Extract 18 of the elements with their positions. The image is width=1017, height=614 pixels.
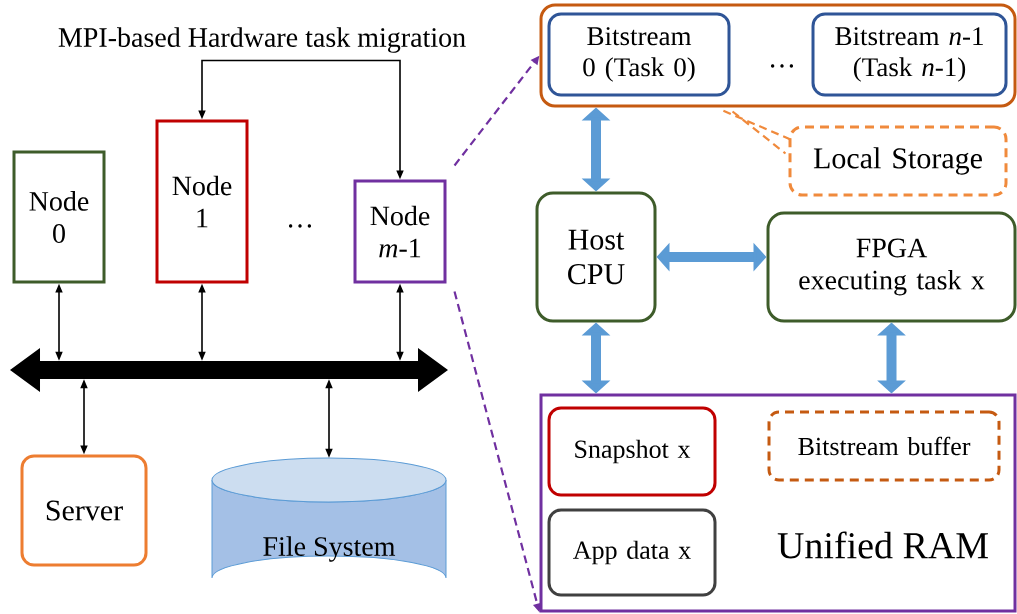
node-box: Node 1: [155, 119, 249, 284]
fpga-box: FPGA executing task x: [766, 211, 1017, 323]
server-box: Server: [20, 454, 148, 567]
node-box: Node 0: [12, 150, 106, 284]
edge-label: MPI-based Hardware task migration: [56, 26, 468, 54]
data-box: App data x: [547, 508, 717, 597]
snapshot-box: Snapshot x: [547, 406, 717, 497]
cpu-box: Host CPU: [535, 191, 657, 323]
storage-group-box: [539, 3, 1017, 108]
node-box: Node m-1: [353, 179, 447, 284]
buffer-box: Bitstream buffer: [767, 410, 1001, 482]
ellipsis: …: [770, 64, 794, 68]
ellipsis: …: [288, 224, 312, 228]
bitstream-box: Bitstream 0 (Task 0): [547, 12, 731, 97]
database-cylinder: File System: [211, 457, 447, 579]
bitstream-box: Bitstream n-1 (Task n-1): [811, 12, 1008, 97]
bus-arrow: [10, 348, 448, 392]
callout-box: Local Storage: [788, 125, 1008, 197]
